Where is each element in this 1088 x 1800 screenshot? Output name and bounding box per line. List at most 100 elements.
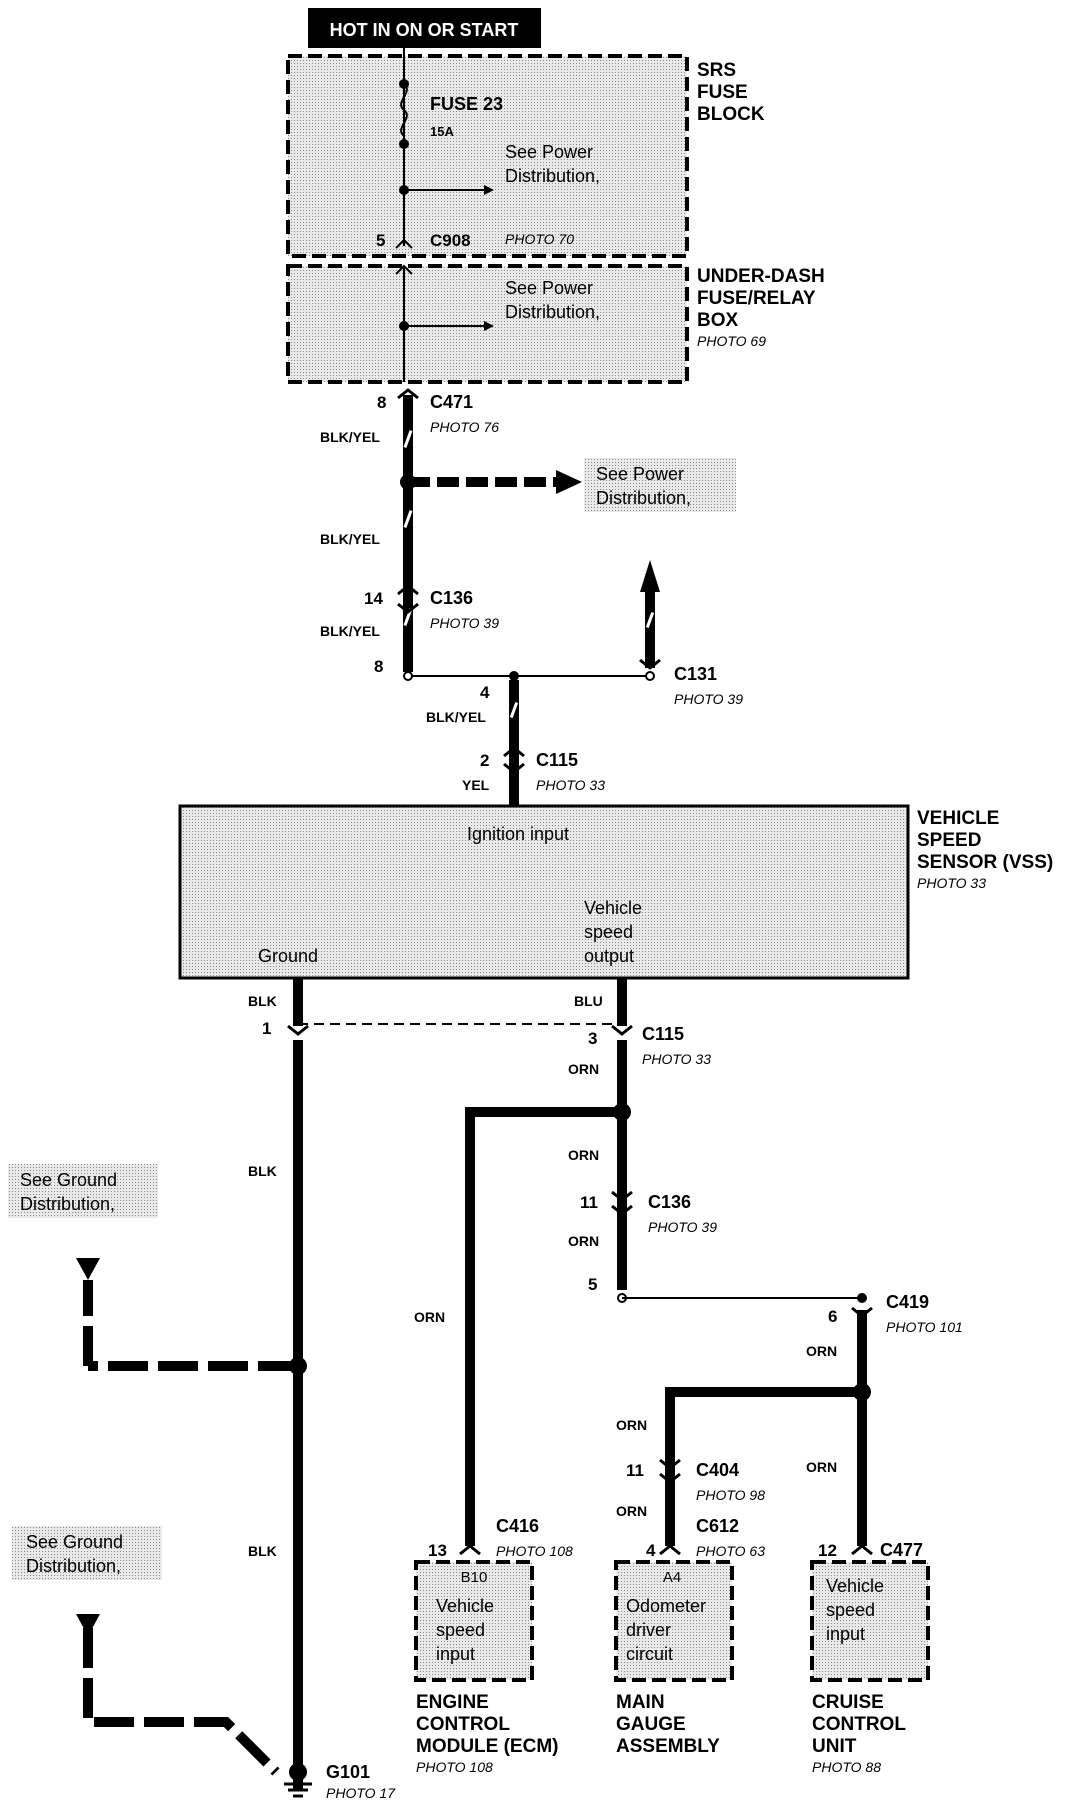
srs-title-1: SRS [697, 60, 736, 81]
see-ground-1-line-1: See Ground [20, 1170, 117, 1190]
cruise-title-2: CONTROL [812, 1714, 906, 1735]
header-box [308, 8, 541, 48]
gauge-title-3: ASSEMBLY [616, 1736, 720, 1757]
ecm-input-3: input [436, 1644, 475, 1664]
vss-box [178, 804, 910, 980]
srs-fuse-block [286, 54, 689, 258]
under-dash-see-power-1: See Power [505, 278, 593, 298]
c131-name: C131 [674, 664, 717, 684]
c115-bottom-pin-right: 3 [588, 1029, 597, 1048]
orn-label-1: ORN [568, 1061, 599, 1077]
fuse-name: FUSE 23 [430, 94, 503, 114]
vss-output-3: output [584, 946, 634, 966]
c136-bottom-pin2: 5 [588, 1275, 597, 1294]
under-dash-title-3: BOX [697, 310, 739, 331]
ecm-input-1: Vehicle [436, 1596, 494, 1616]
orn-label-ecm: ORN [414, 1309, 445, 1325]
cruise-input-1: Vehicle [826, 1576, 884, 1596]
fuse-23-symbol [400, 83, 408, 137]
under-dash-photo: PHOTO 69 [697, 333, 766, 349]
gauge-terminal: A4 [663, 1569, 681, 1586]
see-ground-1-line-2: Distribution, [20, 1194, 115, 1214]
c115-top-pin-a: 4 [480, 683, 490, 702]
under-dash-box [286, 264, 689, 384]
fuse-rating: 15A [430, 124, 454, 139]
c136-bottom-photo: PHOTO 39 [648, 1219, 717, 1235]
c115-bottom-wire-left: BLK [248, 993, 277, 1009]
c471-pin: 8 [377, 393, 386, 412]
ecm-box [414, 1560, 534, 1682]
ecm-title-3: MODULE (ECM) [416, 1736, 558, 1757]
see-power-splice-1: See Power [596, 464, 684, 484]
srs-see-power-1: See Power [505, 142, 593, 162]
c471-wire: BLK/YEL [320, 429, 380, 445]
orn-label-4: ORN [806, 1343, 837, 1359]
c136-top-wire-above: BLK/YEL [320, 531, 380, 547]
c115-top-wire-b: YEL [462, 777, 490, 793]
vss-title-3: SENSOR (VSS) [917, 852, 1053, 873]
gauge-input-2: driver [626, 1620, 671, 1640]
blk-label-1: BLK [248, 1163, 277, 1179]
g101-ground-icon [289, 1763, 307, 1781]
c115-bottom-pin-left: 1 [262, 1019, 271, 1038]
srs-see-power-2: Distribution, [505, 166, 600, 186]
cruise-input-3: input [826, 1624, 865, 1644]
c471-photo: PHOTO 76 [430, 419, 499, 435]
ecm-photo: PHOTO 108 [416, 1759, 493, 1775]
cruise-photo: PHOTO 88 [812, 1759, 881, 1775]
vss-output-2: speed [584, 922, 633, 942]
gauge-input-1: Odometer [626, 1596, 706, 1616]
gauge-input-3: circuit [626, 1644, 673, 1664]
see-ground-1-box [8, 1164, 158, 1218]
c477-pin: 12 [818, 1541, 837, 1560]
c115-top-photo: PHOTO 33 [536, 777, 605, 793]
ecm-terminal: B10 [461, 1569, 488, 1586]
vss-title-1: VEHICLE [917, 808, 999, 829]
c136-bottom-pin: 11 [580, 1193, 598, 1212]
see-ground-2-box [12, 1526, 162, 1580]
see-power-splice-box [584, 458, 736, 512]
c131-photo: PHOTO 39 [674, 691, 743, 707]
blk-label-2: BLK [248, 1543, 277, 1559]
cruise-box [810, 1560, 930, 1682]
c471-name: C471 [430, 392, 473, 412]
gauge-title-2: GAUGE [616, 1714, 686, 1735]
ecm-title-2: CONTROL [416, 1714, 510, 1735]
c416-name: C416 [496, 1516, 539, 1536]
g101-name: G101 [326, 1762, 370, 1782]
c404-photo: PHOTO 98 [696, 1487, 765, 1503]
c136-top-pin: 14 [364, 589, 383, 608]
orn-label-3: ORN [568, 1233, 599, 1249]
c908-pin: 5 [376, 231, 385, 250]
c419-pin: 6 [828, 1307, 837, 1326]
under-dash-title-1: UNDER-DASH [697, 266, 825, 287]
c477-name: C477 [880, 1540, 923, 1560]
srs-title-2: FUSE [697, 82, 748, 103]
c419-photo: PHOTO 101 [886, 1319, 963, 1335]
c115-bottom-photo: PHOTO 33 [642, 1051, 711, 1067]
cruise-title-1: CRUISE [812, 1692, 884, 1713]
c612-photo: PHOTO 63 [696, 1543, 765, 1559]
c416-pin: 13 [428, 1541, 447, 1560]
orn-label-2: ORN [568, 1147, 599, 1163]
c404-name: C404 [696, 1460, 739, 1480]
c419-name: C419 [886, 1292, 929, 1312]
c115-top-name: C115 [536, 750, 578, 770]
c115-top-pin-b: 2 [480, 751, 489, 770]
srs-title-3: BLOCK [697, 104, 765, 125]
c136-top-photo: PHOTO 39 [430, 615, 499, 631]
c115-top-wire-a: BLK/YEL [426, 709, 486, 725]
c115-bottom-name: C115 [642, 1024, 684, 1044]
gauge-title-1: MAIN [616, 1692, 665, 1713]
ecm-input-2: speed [436, 1620, 485, 1640]
g101-photo: PHOTO 17 [326, 1785, 396, 1800]
vss-photo: PHOTO 33 [917, 875, 986, 891]
c115-bottom-wire-right: BLU [574, 993, 603, 1009]
gauge-box [614, 1560, 734, 1682]
c136-top-pin2: 8 [374, 657, 383, 676]
c136-bottom-name: C136 [648, 1192, 691, 1212]
vss-ground: Ground [258, 946, 318, 966]
under-dash-see-power-2: Distribution, [505, 302, 600, 322]
orn-label-6: ORN [616, 1417, 647, 1433]
